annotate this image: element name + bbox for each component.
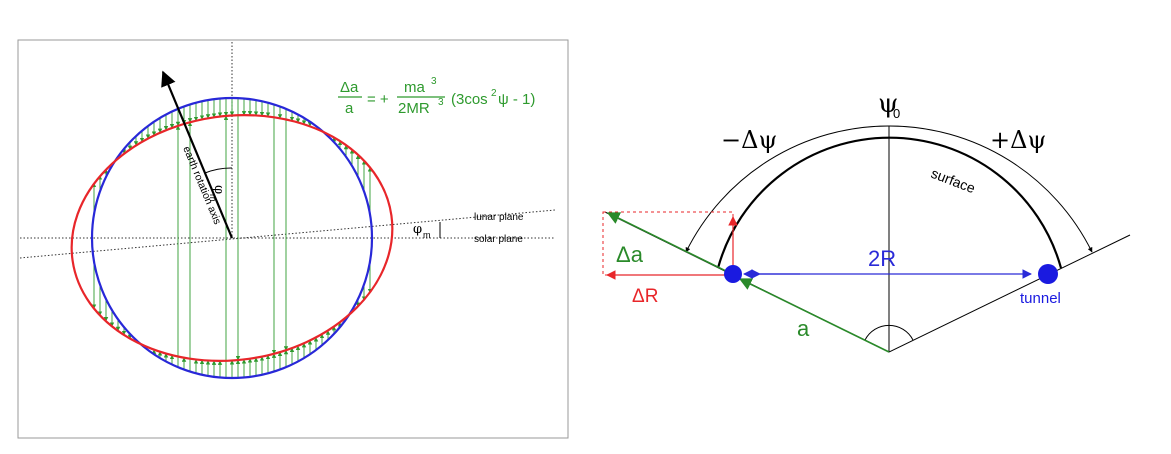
point-dot bbox=[724, 265, 742, 283]
tunnel-label: tunnel bbox=[1020, 290, 1061, 307]
surface-label: surface bbox=[929, 165, 978, 196]
axis-angle-greek: φ bbox=[211, 185, 226, 194]
apex-angle-arc bbox=[864, 324, 914, 341]
a-label: a bbox=[797, 316, 810, 341]
tidal-formula: Δa a = + ma 3 2MR 3 (3cos 2 ψ - 1) bbox=[338, 76, 535, 117]
formula-paren-part2: ψ - 1) bbox=[498, 91, 535, 108]
formula-equals: = + bbox=[367, 91, 389, 108]
left-panel: earth rotation axis φ m φ m lunar plane … bbox=[17, 39, 569, 439]
earth-rotation-axis bbox=[161, 70, 234, 239]
two-r-label: 2R bbox=[868, 246, 896, 271]
formula-rhs-den-exp: 3 bbox=[438, 97, 444, 108]
surface-arc bbox=[716, 136, 1063, 269]
earth-circle bbox=[90, 96, 374, 380]
right-panel: ψ 0 −Δψ +Δψ surface Δa ΔR 2R tunnel a bbox=[602, 89, 1131, 353]
delta-a-label: Δa bbox=[616, 242, 644, 267]
minus-dpsi-arc bbox=[685, 125, 890, 253]
a-vector bbox=[738, 278, 890, 353]
minus-dpsi-label: −Δψ bbox=[721, 126, 777, 154]
formula-rhs-den: 2MR bbox=[398, 100, 430, 117]
axis-angle-sub: m bbox=[208, 194, 218, 202]
right-ray bbox=[888, 234, 1131, 353]
delta-a-arrow bbox=[606, 212, 733, 275]
delta-r-label: ΔR bbox=[632, 286, 658, 307]
axis-angle-label: φ m bbox=[208, 185, 226, 202]
formula-lhs-num: Δa bbox=[340, 79, 359, 96]
phi-m-greek: φ bbox=[413, 222, 422, 237]
solar-plane-label: solar plane bbox=[474, 234, 523, 245]
formula-lhs-den: a bbox=[345, 100, 354, 117]
tidal-ellipse bbox=[70, 114, 394, 362]
formula-rhs-num: ma bbox=[404, 79, 425, 96]
psi0-sub: 0 bbox=[893, 106, 900, 121]
phi-m-sub: m bbox=[423, 230, 431, 240]
plus-dpsi-arc bbox=[888, 125, 1093, 253]
psi0-symbol: ψ bbox=[878, 89, 898, 119]
formula-paren-part1: (3cos bbox=[451, 91, 488, 108]
tidal-arrows bbox=[91, 98, 373, 378]
plus-dpsi-label: +Δψ bbox=[990, 126, 1046, 154]
left-panel-frame bbox=[17, 39, 569, 439]
tunnel-dot bbox=[1038, 264, 1058, 284]
lunar-plane-label: lunar plane bbox=[474, 212, 524, 223]
axis-angle-arc bbox=[204, 167, 233, 174]
formula-paren-exp: 2 bbox=[491, 88, 497, 99]
formula-rhs-num-exp: 3 bbox=[431, 76, 437, 87]
